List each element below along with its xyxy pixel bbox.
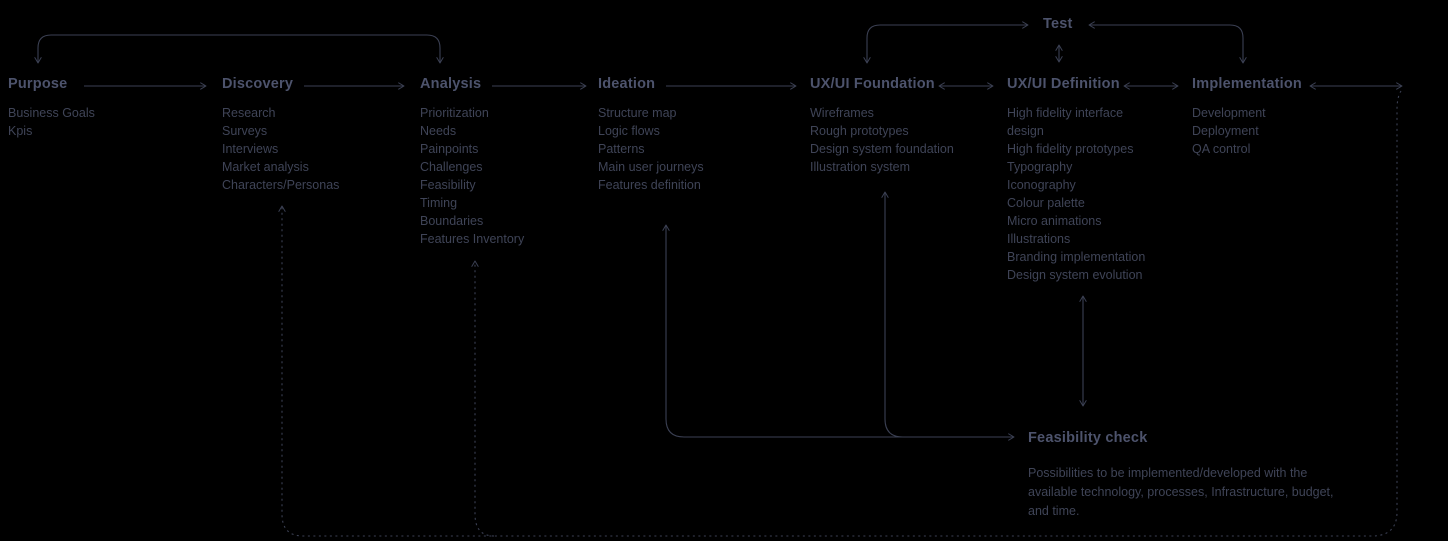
stage-title-uxui-foundation: UX/UI Foundation — [810, 76, 935, 92]
stage-uxui-foundation: UX/UI Foundation Wireframes Rough protot… — [810, 76, 982, 176]
stage-item: Feasibility — [420, 178, 476, 192]
stage-item: Typography — [1007, 160, 1073, 174]
stage-item: Colour palette — [1007, 196, 1085, 210]
stage-analysis: Analysis Prioritization Needs Painpoints… — [420, 76, 592, 248]
stage-item: QA control — [1192, 142, 1251, 156]
stage-items-uxui-foundation: Wireframes Rough prototypes Design syste… — [810, 104, 982, 176]
stage-item: Kpis — [8, 124, 33, 138]
arrow-ideation-feasibility — [662, 224, 1015, 441]
stage-item: Wireframes — [810, 106, 874, 120]
stage-item: Patterns — [598, 142, 645, 156]
stage-item: Prioritization — [420, 106, 489, 120]
stage-item: Design system foundation — [810, 142, 954, 156]
stage-title-uxui-definition: UX/UI Definition — [1007, 76, 1120, 92]
stage-item: Features definition — [598, 178, 701, 192]
feasibility-check-title: Feasibility check — [1028, 430, 1148, 446]
stage-item: Business Goals — [8, 106, 95, 120]
stage-item: Challenges — [420, 160, 483, 174]
arrow-foundation-test — [863, 21, 1029, 64]
stage-item: Rough prototypes — [810, 124, 909, 138]
stage-item: Micro animations — [1007, 214, 1102, 228]
stage-item: Research — [222, 106, 276, 120]
stage-ideation: Ideation Structure map Logic flows Patte… — [598, 76, 770, 194]
stage-item: Boundaries — [420, 214, 484, 228]
stage-items-analysis: Prioritization Needs Painpoints Challeng… — [420, 104, 592, 248]
stage-item: Iconography — [1007, 178, 1076, 192]
stage-purpose: Purpose Business Goals Kpis — [8, 76, 180, 140]
stage-item: Illustrations — [1007, 232, 1071, 246]
stage-title-analysis: Analysis — [420, 76, 482, 92]
stage-item: Interviews — [222, 142, 279, 156]
test-label: Test — [1043, 16, 1073, 32]
stage-uxui-definition: UX/UI Definition High fidelity interface… — [1007, 76, 1157, 284]
stage-item: Main user journeys — [598, 160, 704, 174]
arrow-purpose-analysis-loop — [34, 34, 444, 64]
stage-item: Market analysis — [222, 160, 309, 174]
stage-item: Painpoints — [420, 142, 479, 156]
stage-items-uxui-definition: High fidelity interface design High fide… — [1007, 104, 1157, 284]
arrow-foundation-feasibility — [881, 191, 904, 438]
stage-item: Logic flows — [598, 124, 660, 138]
stage-item: High fidelity interface design — [1007, 106, 1124, 138]
stage-item: Surveys — [222, 124, 268, 138]
stage-discovery: Discovery Research Surveys Interviews Ma… — [222, 76, 394, 194]
feasibility-check-description: Possibilities to be implemented/develope… — [1028, 466, 1334, 518]
stage-item: Timing — [420, 196, 458, 210]
stage-items-ideation: Structure map Logic flows Patterns Main … — [598, 104, 770, 194]
arrow-loop-analysis-dotted — [471, 260, 495, 537]
stage-title-implementation: Implementation — [1192, 76, 1302, 92]
stage-implementation: Implementation Development Deployment QA… — [1192, 76, 1364, 158]
stage-title-ideation: Ideation — [598, 76, 656, 92]
stage-item: Branding implementation — [1007, 250, 1146, 264]
stage-item: Design system evolution — [1007, 268, 1143, 282]
stage-items-implementation: Development Deployment QA control — [1192, 104, 1364, 158]
stage-item: Structure map — [598, 106, 677, 120]
stage-item: Development — [1192, 106, 1266, 120]
stage-item: Needs — [420, 124, 457, 138]
stage-items-purpose: Business Goals Kpis — [8, 104, 180, 140]
stage-items-discovery: Research Surveys Interviews Market analy… — [222, 104, 394, 194]
stage-title-discovery: Discovery — [222, 76, 294, 92]
feasibility-check-block: Feasibility check Possibilities to be im… — [1028, 430, 1334, 521]
stage-item: Characters/Personas — [222, 178, 340, 192]
stage-title-purpose: Purpose — [8, 76, 68, 92]
stage-item: Deployment — [1192, 124, 1259, 138]
stage-item: Illustration system — [810, 160, 911, 174]
stage-item: High fidelity prototypes — [1007, 142, 1134, 156]
arrow-test-implementation — [1088, 21, 1247, 64]
stage-item: Features Inventory — [420, 232, 525, 246]
